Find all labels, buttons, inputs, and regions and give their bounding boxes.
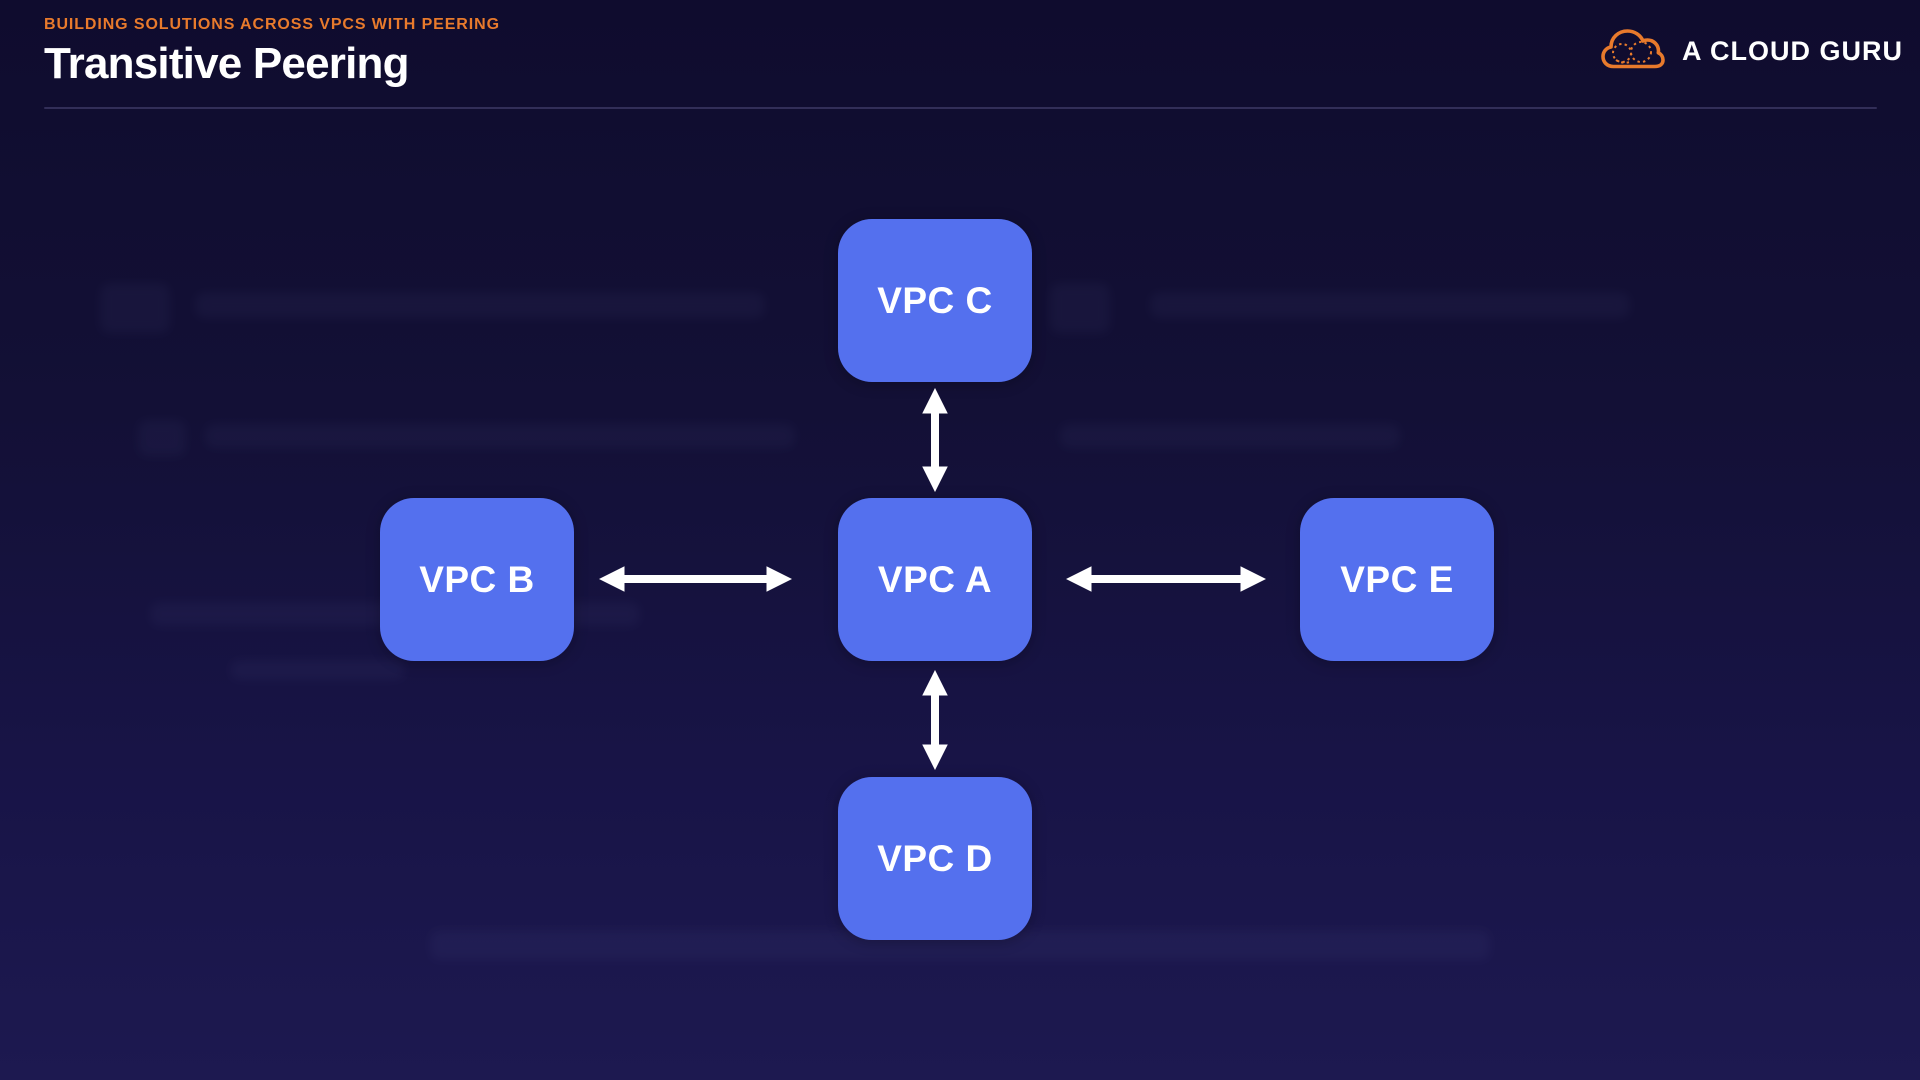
ghost-artifact xyxy=(1150,292,1630,318)
node-label: VPC C xyxy=(877,279,993,321)
node-vpc-b: VPC B xyxy=(380,498,574,661)
ghost-artifact xyxy=(1050,283,1110,333)
ghost-artifact xyxy=(230,660,405,680)
ghost-artifact xyxy=(138,420,186,456)
cloud-icon xyxy=(1600,25,1666,78)
ghost-artifact xyxy=(195,292,765,318)
node-vpc-a: VPC A xyxy=(838,498,1032,661)
node-label: VPC A xyxy=(877,558,993,600)
node-vpc-d: VPC D xyxy=(838,777,1032,940)
ghost-artifact xyxy=(100,283,170,333)
page-title: Transitive Peering xyxy=(44,39,409,88)
slide-eyebrow: BUILDING SOLUTIONS ACROSS VPCS WITH PEER… xyxy=(44,16,500,33)
node-vpc-e: VPC E xyxy=(1300,498,1494,661)
node-vpc-c: VPC C xyxy=(838,219,1032,382)
brand-logo: A CLOUD GURU xyxy=(1600,26,1903,76)
node-label: VPC D xyxy=(877,837,993,879)
ghost-artifact xyxy=(205,424,795,448)
header-divider xyxy=(44,107,1877,109)
node-label: VPC E xyxy=(1340,558,1454,600)
slide-header: BUILDING SOLUTIONS ACROSS VPCS WITH PEER… xyxy=(44,16,500,89)
ghost-artifact xyxy=(1060,424,1400,448)
node-label: VPC B xyxy=(419,558,535,600)
brand-name: A CLOUD GURU xyxy=(1682,35,1903,66)
